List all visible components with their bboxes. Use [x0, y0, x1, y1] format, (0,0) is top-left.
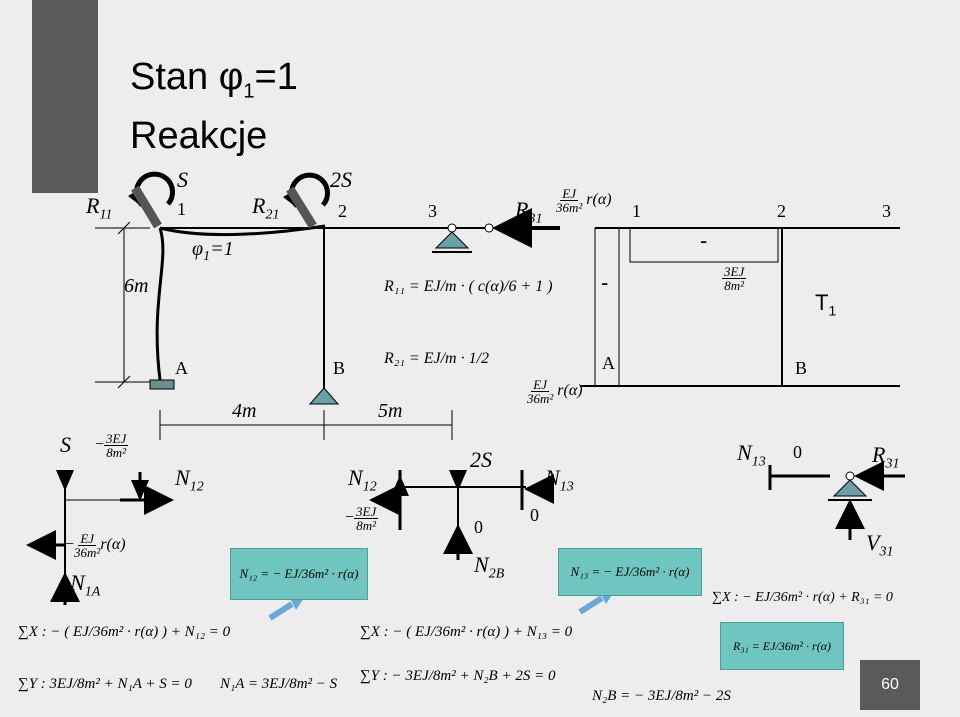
fb2-zero-2: 0 — [530, 505, 539, 525]
fb2-2s: 2S — [470, 447, 492, 472]
deflected-beam — [159, 224, 326, 237]
moment-beam-region — [629, 227, 779, 263]
moment-node-3: 3 — [882, 201, 891, 221]
fb3-r31: R31 — [872, 442, 900, 472]
hinge-3 — [447, 223, 457, 233]
label-s: S — [177, 167, 188, 192]
equation-y1: ∑Y : 3EJ/8m² + N₁A + S = 0 — [18, 676, 192, 692]
result-box-r31: R₃₁ = EJ/36m² · r(α) — [720, 622, 844, 670]
support-a-icon — [149, 379, 175, 390]
fb3-n13: N13 — [737, 440, 766, 470]
fb1-s: S — [60, 432, 71, 457]
roller-support-icon — [434, 231, 470, 249]
node-3-label: 3 — [428, 201, 437, 221]
equation-n2b: N₂B = − 3EJ/8m² − 2S — [592, 688, 731, 704]
minus-sign-beam: - — [700, 228, 708, 253]
title-accent-block — [32, 0, 98, 193]
fb1-n12: N12 — [175, 465, 204, 495]
width-4m: 4m — [232, 400, 257, 422]
formula-r11: R₁₁ = EJ/m · ( c(α)/6 + 1 ) — [384, 278, 553, 295]
result-box-n12: N₁₂ = − EJ/36m² · r(α) — [230, 548, 368, 600]
phi-label: φ1=1 — [192, 238, 234, 264]
moment-a-label: A — [602, 353, 615, 373]
support-b-label: B — [333, 358, 346, 378]
support-a-label: A — [175, 358, 188, 378]
height-6m: 6m — [124, 275, 149, 297]
result-box-n13: N₁₃ = − EJ/36m² · r(α) — [558, 548, 702, 596]
equation-x3: ∑X : − EJ/36m² · r(α) + R₃₁ = 0 — [712, 590, 893, 605]
fb3-zero: 0 — [793, 442, 802, 462]
fb2-n12: N12 — [348, 465, 377, 495]
equation-x2: ∑X : − ( EJ/36m² · r(α) ) + N₁₃ = 0 — [360, 624, 573, 640]
label-2s: 2S — [330, 167, 352, 192]
node-2-label: 2 — [338, 201, 347, 221]
moment-node-1: 1 — [632, 201, 641, 221]
equation-x1: ∑X : − ( EJ/36m² · r(α) ) + N₁₂ = 0 — [18, 624, 231, 640]
width-5m: 5m — [378, 400, 403, 422]
label-r21: R21 — [252, 193, 280, 223]
equation-y2: ∑Y : − 3EJ/8m² + N₂B + 2S = 0 — [360, 668, 556, 684]
equation-n1a: N₁A = 3EJ/8m² − S — [220, 676, 338, 692]
moment-node-2: 2 — [777, 201, 786, 221]
left-column — [155, 227, 165, 381]
node-1-label: 1 — [177, 199, 186, 219]
fb2-n13: N13 — [545, 465, 574, 495]
fb1-n1a: N1A — [70, 570, 101, 600]
fb2-n2b: N2B — [474, 552, 505, 582]
minus-sign-column: - — [601, 270, 609, 295]
fb2-zero-1: 0 — [474, 517, 483, 537]
formula-r21: R₂₁ = EJ/m · 1/2 — [384, 350, 490, 367]
moment-b-label: B — [795, 358, 808, 378]
page-number: 60 — [860, 660, 920, 710]
diagram-t1-label: T1 — [815, 290, 837, 319]
right-roller-icon — [832, 479, 868, 497]
support-b-icon — [308, 387, 340, 405]
slide-title: Stan φ1=1 Reakcje — [130, 56, 298, 157]
label-r11: R11 — [86, 193, 113, 223]
label-r31: R31 — [515, 197, 543, 227]
fb3-v31: V31 — [866, 530, 894, 560]
